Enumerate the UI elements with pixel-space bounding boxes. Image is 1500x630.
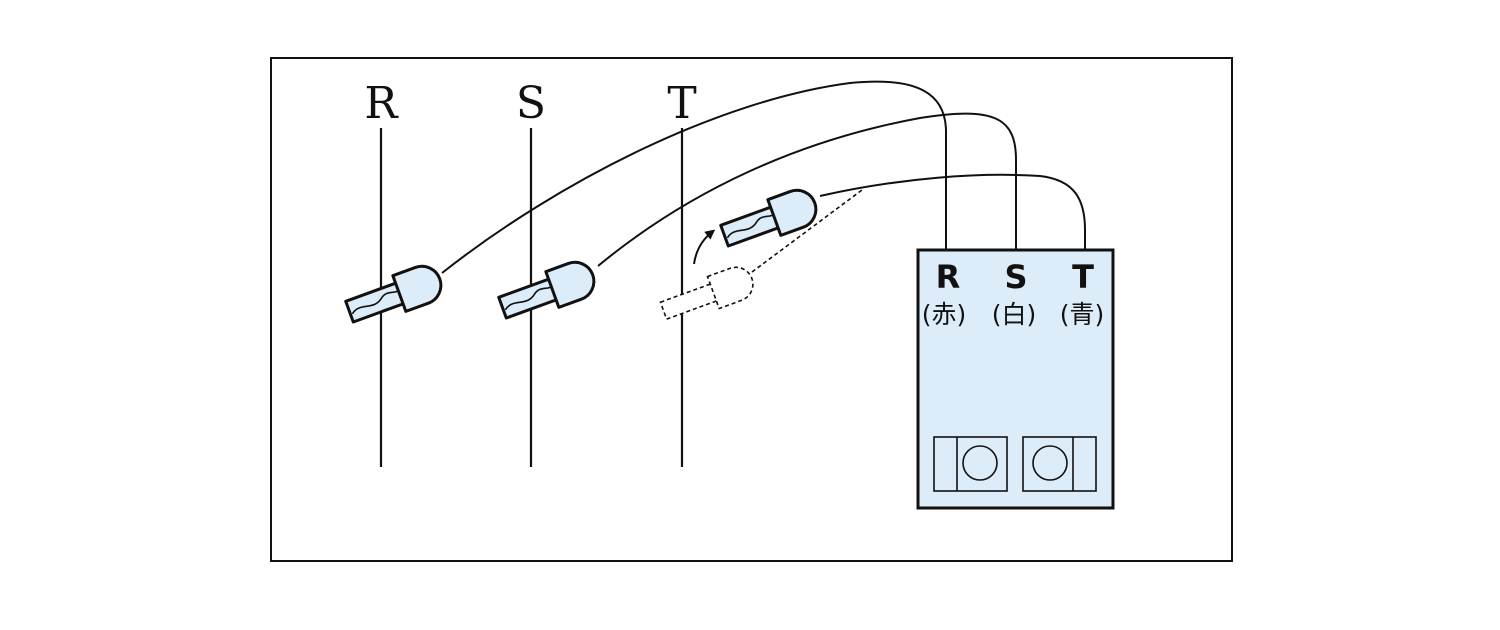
indicator-lamp-left xyxy=(933,436,1008,492)
phase-tester-body xyxy=(916,248,1115,510)
line-label-r: R xyxy=(364,78,399,129)
lead-wire-t xyxy=(819,173,1086,250)
move-arrow xyxy=(693,229,716,265)
terminal-label-r: R xyxy=(936,258,961,296)
terminal-color-s: (白) xyxy=(992,300,1037,329)
terminal-label-s: S xyxy=(1004,258,1027,296)
lead-wire-r xyxy=(441,80,947,274)
terminal-color-r: (赤) xyxy=(922,300,967,329)
ghost-lead-wire xyxy=(751,189,863,273)
indicator-lamp-right xyxy=(1022,436,1097,492)
line-label-t: T xyxy=(667,78,696,129)
terminal-label-t: T xyxy=(1072,258,1094,296)
test-clip-t-ghost xyxy=(659,266,754,321)
test-clip-t[interactable] xyxy=(718,185,821,254)
line-label-s: S xyxy=(516,78,546,129)
terminal-color-t: (青) xyxy=(1060,300,1105,329)
lead-wire-s xyxy=(597,112,1017,267)
test-clip-r[interactable] xyxy=(343,261,446,330)
test-clip-s[interactable] xyxy=(496,257,599,326)
